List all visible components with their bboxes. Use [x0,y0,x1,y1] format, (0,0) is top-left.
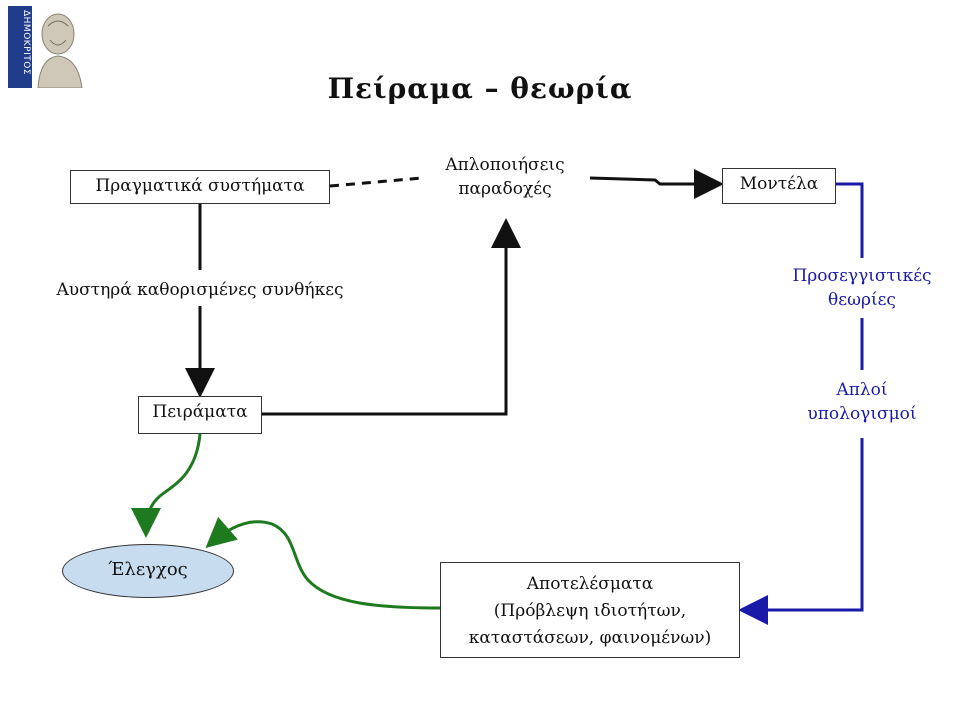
logo-text: ΔΗΜΟΚΡΙΤΟΣ [21,10,31,75]
democritus-logo: ΔΗΜΟΚΡΙΤΟΣ [8,6,84,89]
edge-label-simple-calculations-line1: Απλοί [836,380,888,400]
node-simplifications-line2: παραδοχές [458,179,552,199]
arrow-experiments-to-simplifications [262,218,521,416]
node-real-systems-label: Πραγματικά συστήματα [95,176,305,196]
node-results-line1: Αποτελέσματα [526,574,654,594]
edge-label-simple-calculations-line2: υπολογισμοί [807,404,917,424]
node-simplifications: Απλοποιήσεις παραδοχές [420,153,590,201]
edge-label-approximate-theories-line1: Προσεγγιστικές [792,266,932,286]
edge-label-strict-conditions: Αυστηρά καθορισμένες συνθήκες [56,280,344,300]
node-real-systems: Πραγματικά συστήματα [70,170,330,204]
arrow-models-to-results [738,438,864,625]
arrow-experiments-to-control [131,433,202,538]
node-simplifications-line1: Απλοποιήσεις [445,155,565,175]
node-control: Έλεγχος [62,544,234,598]
node-results-line3: καταστάσεων, φαινομένων) [468,628,712,648]
edge-label-approximate-theories-line2: θεωρίες [828,290,896,310]
arrow-results-to-control [205,516,441,610]
democritus-emblem [8,6,83,89]
blue-line-models-top [836,182,864,258]
node-results-line2: (Πρόβλεψη ιδιοτήτων, [493,601,687,621]
page-title: Πείραμα – θεωρία [327,72,633,105]
node-control-label: Έλεγχος [108,559,188,580]
arrow-simplifications-to-models [589,169,724,199]
node-models-label: Μοντέλα [739,174,819,194]
node-results: Αποτελέσματα (Πρόβλεψη ιδιοτήτων, καταστ… [440,562,740,658]
node-models: Μοντέλα [722,168,836,204]
node-experiments: Πειράματα [138,396,262,434]
node-experiments-label: Πειράματα [152,402,248,422]
edge-label-approximate-theories: Προσεγγιστικές θεωρίες [770,264,954,312]
dashed-link-real-simplifications [329,176,423,188]
edge-label-simple-calculations: Απλοί υπολογισμοί [780,378,944,426]
